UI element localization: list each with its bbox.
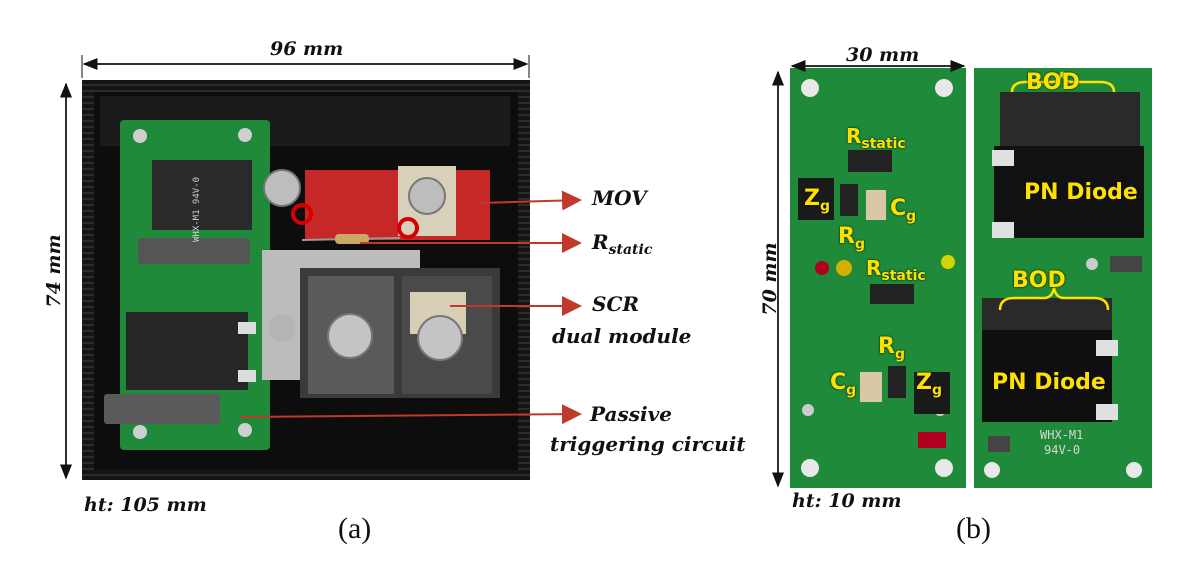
pcb-marking-b2: 94V-0 [1044,443,1081,457]
zg-diode-top [798,178,834,220]
r-static-label-mid: Rstatic [866,256,926,284]
cg-capacitor-top [866,190,886,220]
mov-arrow [479,190,582,211]
bod-package-bottom [126,312,248,390]
pn-diode-label-top: PN Diode [1024,180,1138,205]
height-label-a: 74 mm [43,234,65,308]
trigger-board [790,68,966,488]
panel-a-photo [82,80,530,480]
mov-label: MOV [592,186,647,210]
pn-diode-label-bottom: PN Diode [992,370,1106,395]
r-static-label: Rstatic [592,230,653,258]
width-label-b: 30 mm [846,44,920,66]
passive-label-line2: triggering circuit [550,432,746,456]
caption-a: (a) [338,512,372,545]
r-static-label-top: Rstatic [846,124,906,152]
pn-diode-top [994,146,1144,238]
pcb-marking-b1: WHX-M1 [1040,428,1084,442]
r-static-chip-top [848,150,892,172]
bod-brace-top [1010,71,1116,93]
passive-arrow [239,404,582,425]
width-label-a: 96 mm [270,38,344,60]
zg-diode-bottom [914,372,950,414]
cg-label-top: Cg [890,196,917,225]
cg-capacitor-bottom [860,372,882,402]
bod-brace-bottom [998,287,1110,311]
ht-label-b: ht: 10 mm [792,490,902,512]
scr-label-line2: dual module [552,324,692,348]
bod-package-top [152,160,252,230]
busbar [262,250,420,380]
height-label-b: 70 mm [759,242,781,316]
pn-diode-bottom [982,330,1112,422]
r-static-chip-mid [870,284,914,304]
ht-label-a: ht: 105 mm [84,494,207,516]
zg-label-top: Zg [804,186,830,215]
rg-label-bottom: Rg [878,334,905,363]
passive-label-line1: Passive [590,402,672,426]
r-static-resistor [335,234,369,244]
bod-label-bottom: BOD [1012,268,1066,293]
pcb-marking-a: WHX-M1 94V-0 [192,176,202,242]
cg-label-bottom: Cg [830,370,857,399]
bod-label-top: BOD [1026,70,1080,95]
rg-label-top: Rg [838,224,865,253]
panel-b-photo [790,68,1152,488]
scr-label-line1: SCR [592,292,639,316]
bod-package-top-b [1000,92,1140,146]
caption-b: (b) [956,512,991,545]
zg-label-bottom: Zg [916,370,942,399]
